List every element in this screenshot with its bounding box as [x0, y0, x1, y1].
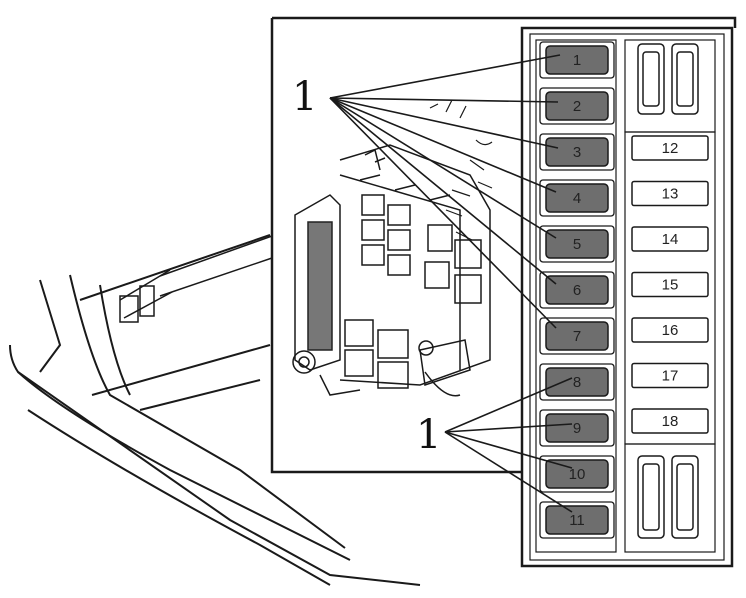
fuse-15: 15: [631, 271, 709, 298]
fuse-13: 13: [631, 180, 709, 207]
fuse-18: 18: [631, 408, 709, 434]
fuse-7: 7: [539, 317, 615, 355]
callout-leaders-bottom: [444, 377, 573, 513]
fuse-14-body: [631, 226, 709, 252]
fuse-11-body: [545, 505, 609, 535]
fuse-4: 4: [539, 179, 615, 217]
car-rear-body: [9, 234, 421, 586]
callout-label-top: 1: [292, 74, 317, 120]
fuse-4-body: [545, 183, 609, 213]
fuse-9-body: [545, 413, 609, 443]
fuse-12: 12: [631, 135, 709, 161]
fuse-1: 1: [539, 41, 615, 79]
fuses-left-column: 1 2 3 4 5 6 7 8 9 10 11: [539, 41, 615, 539]
fuse-16-label: 16: [662, 322, 679, 339]
fuse-14: 14: [631, 226, 709, 252]
fuse-16-body: [631, 317, 709, 343]
fuse-12-label: 12: [662, 140, 679, 157]
fuse-4-label: 4: [573, 190, 581, 207]
fuse-7-label: 7: [573, 328, 581, 345]
callout-leaders-top: [329, 54, 561, 329]
relay-slots: [637, 43, 699, 539]
fuse-1-label: 1: [573, 52, 581, 69]
fuse-11: 11: [539, 501, 615, 539]
fuse-6: 6: [539, 271, 615, 309]
fuse-3-label: 3: [573, 144, 581, 161]
fuse-13-body: [631, 180, 709, 207]
fuse-1-body: [545, 45, 609, 75]
fuse-11-label: 11: [569, 512, 585, 529]
fuse-12-body: [631, 135, 709, 161]
callout-label-bottom: 1: [416, 412, 441, 458]
fuse-18-label: 18: [662, 413, 679, 430]
fuse-7-body: [545, 321, 609, 351]
fuse-14-label: 14: [662, 231, 679, 248]
fuse-9-label: 9: [573, 420, 581, 437]
fuse-13-label: 13: [662, 185, 679, 202]
fuse-17: 17: [631, 362, 709, 389]
fuse-8-body: [545, 367, 609, 397]
fuse-box-housing: [292, 144, 491, 397]
fuse-15-body: [631, 271, 709, 298]
fuse-18-body: [631, 408, 709, 434]
fuse-6-body: [545, 275, 609, 305]
fuse-3: 3: [539, 133, 615, 171]
fuse-2: 2: [539, 87, 615, 125]
fuse-2-body: [545, 91, 609, 121]
fuse-8: 8: [539, 363, 615, 401]
fuses-right-column: 12 13 14 15 16 17 18: [631, 135, 709, 434]
fuse-6-label: 6: [573, 282, 581, 299]
fuse-5-label: 5: [573, 236, 581, 253]
detail-frame: [270, 16, 737, 474]
fuse-9: 9: [539, 409, 615, 447]
fuse-17-body: [631, 362, 709, 389]
fuse-box-location: [119, 235, 273, 323]
fuse-16: 16: [631, 317, 709, 343]
fuse-3-body: [545, 137, 609, 167]
fuse-17-label: 17: [662, 367, 679, 384]
fuse-2-label: 2: [573, 98, 581, 115]
fuse-10-label: 10: [569, 466, 586, 483]
fuse-10-body: [545, 459, 609, 489]
housing-label-marks: [429, 99, 493, 241]
fuse-15-label: 15: [662, 276, 679, 293]
fuse-5: 5: [539, 225, 615, 263]
fuse-5-body: [545, 229, 609, 259]
fuse-8-label: 8: [573, 374, 581, 391]
